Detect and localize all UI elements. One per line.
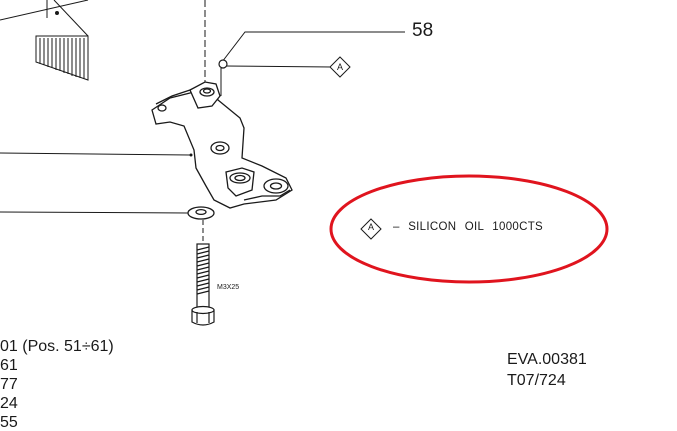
drawing-code: EVA.00381 [507,351,587,368]
washer-leader [0,211,189,214]
diamond-marker-top-label: A [336,62,343,72]
highlight-ellipse [329,174,609,284]
bracket-plate [151,81,293,209]
reference-line: 61 [0,357,18,374]
reference-line: 24 [0,395,18,412]
washer [187,206,215,220]
lubricant-note: – SILICON OIL 1000CTS [393,221,543,233]
diamond-marker-note-label: A [367,222,374,232]
reference-line: 55 [0,414,18,431]
exploded-parts-diagram [0,0,609,326]
callout-58-leader [221,31,405,63]
lubrication-leader [224,65,333,68]
reference-line: 77 [0,376,18,393]
part-number-callout: 58 [412,20,434,41]
diamond-marker-note [360,218,382,240]
reference-line: 01 (Pos. 51÷61) [0,338,114,355]
ribbon-cable [0,0,89,81]
pin-ball [218,59,228,69]
screw [191,243,215,326]
bracket-leader [0,152,191,156]
screw-size-label: M3X25 [217,284,240,291]
drawing-sheet: T07/724 [507,372,566,389]
diamond-marker-top [329,56,351,78]
